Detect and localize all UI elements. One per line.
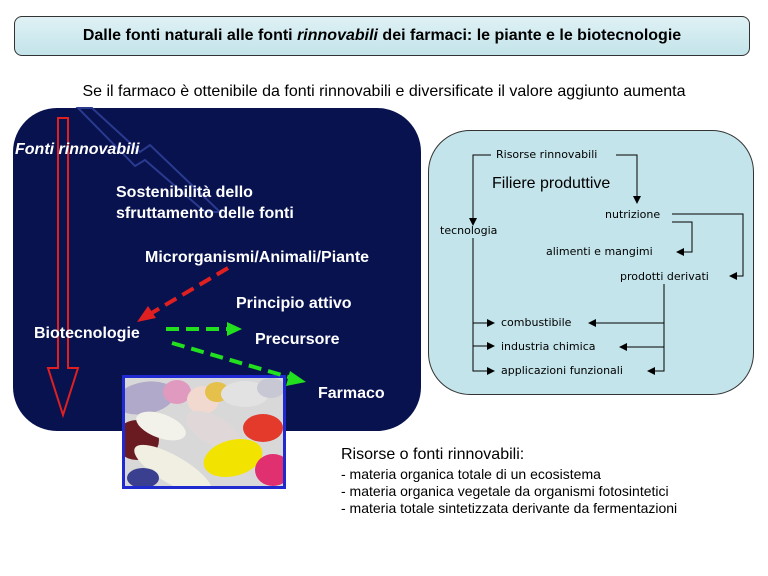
green-dashed-arrow-farmaco [171, 341, 293, 380]
green-arrowhead-farmaco-icon [286, 371, 306, 386]
pills-photo [122, 375, 286, 489]
title-part2: dei farmaci: le piante e le biotecnologi… [377, 27, 682, 44]
arrow-to-nutrizione-icon [633, 196, 641, 204]
node-combustibile: combustibile [501, 316, 572, 329]
arrow-from-applicazioni-icon [647, 367, 655, 375]
label-fonti-rinnovabili: Fonti rinnovabili [15, 141, 140, 158]
arrow-from-industria-icon [619, 343, 627, 351]
node-industria-chimica: industria chimica [501, 340, 596, 353]
pills-image [125, 378, 283, 486]
node-tecnologia: tecnologia [440, 224, 498, 237]
arrow-to-alimenti-icon [676, 248, 684, 256]
definition-line: - materia totale sintetizzata derivante … [341, 500, 678, 516]
arrow-to-combustibile-icon [487, 319, 495, 327]
node-alimenti-mangimi: alimenti e mangimi [546, 245, 653, 258]
label-biotecnologie: Biotecnologie [34, 325, 140, 342]
label-microrganismi: Microrganismi/Animali/Piante [145, 249, 370, 266]
arrow-to-prodotti-icon [729, 272, 737, 280]
diagonal-arrow-shape [75, 107, 223, 213]
red-down-arrow-icon [46, 117, 80, 419]
label-farmaco: Farmaco [318, 385, 385, 402]
arrow-to-industria-icon [487, 342, 495, 350]
node-applicazioni-funzionali: applicazioni funzionali [501, 364, 623, 377]
arrow-to-applicazioni-icon [487, 367, 495, 375]
node-nutrizione: nutrizione [605, 208, 661, 221]
green-arrowhead-precursore-icon [227, 322, 242, 336]
label-sostenibilita-1: Sostenibilità dello [116, 184, 253, 201]
title-box: Dalle fonti naturali alle fonti rinnovab… [14, 16, 750, 56]
label-principio-attivo: Principio attivo [236, 295, 352, 312]
title-italic: rinnovabili [297, 27, 378, 44]
red-arrowhead-icon [137, 306, 156, 322]
renewable-sources-definition: Risorse o fonti rinnovabili: - materia o… [341, 446, 677, 517]
node-filiere-produttive: Filiere produttive [492, 175, 611, 192]
production-chains-panel [428, 130, 754, 395]
arrow-to-tecnologia-icon [469, 218, 477, 226]
red-dashed-arrow [148, 266, 230, 316]
node-risorse-rinnovabili: Risorse rinnovabili [496, 148, 598, 161]
node-prodotti-derivati: prodotti derivati [620, 270, 709, 283]
arrow-from-combustibile-icon [588, 319, 596, 327]
definition-line: - materia organica vegetale da organismi… [341, 483, 669, 499]
definition-title: Risorse o fonti rinnovabili: [341, 446, 525, 463]
definition-line: - materia organica totale di un ecosiste… [341, 466, 601, 482]
label-sostenibilita-2: sfruttamento delle fonti [116, 205, 294, 222]
subtitle: Se il farmaco è ottenibile da fonti rinn… [82, 83, 686, 100]
title-part1: Dalle fonti naturali alle fonti [82, 27, 298, 44]
label-precursore: Precursore [255, 331, 340, 348]
